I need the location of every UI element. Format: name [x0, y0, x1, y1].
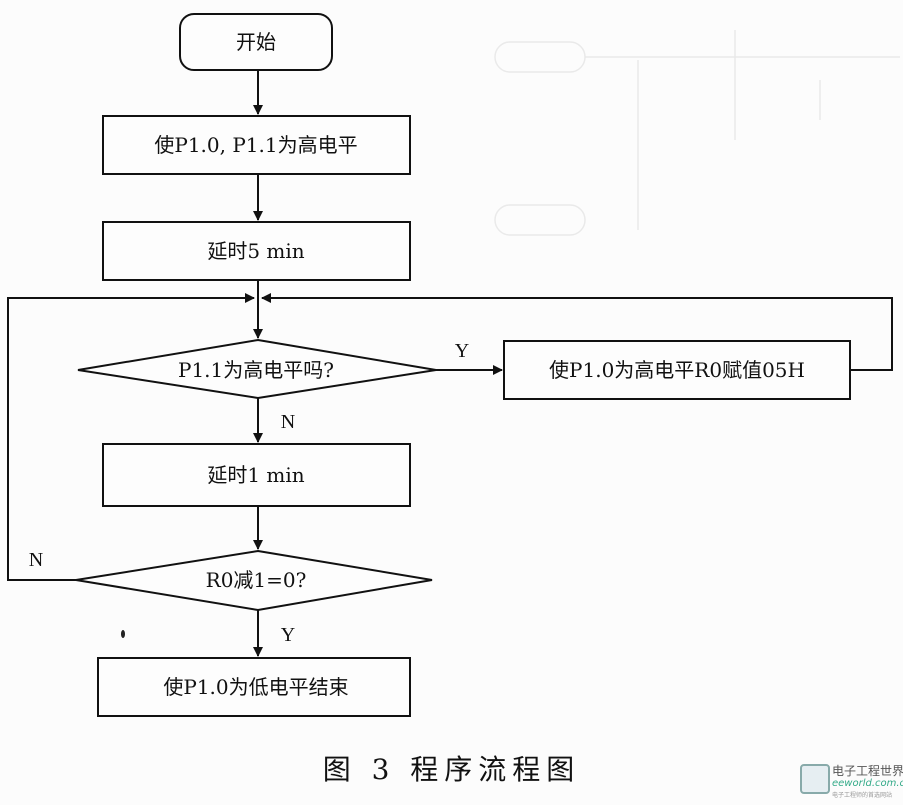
watermark-name: 电子工程世界: [832, 764, 903, 778]
process-end-low: [97, 657, 411, 717]
process-delay5: [102, 221, 411, 281]
watermark-logo-icon: [800, 764, 830, 794]
process-end-low-label: 使P1.0为低电平结束: [163, 675, 348, 699]
decision-p11-label: P1.1为高电平吗?: [178, 358, 334, 382]
start-terminal: [179, 13, 333, 71]
process-set-high: [102, 115, 411, 175]
process-delay1-label: 延时1 min: [207, 463, 304, 487]
label-yes-r0: Y: [281, 624, 295, 646]
ink-speck: [121, 630, 125, 638]
watermark-sub: 电子工程师的首选网站: [832, 792, 893, 799]
watermark: 电子工程世界 eeworld.com.cn 电子工程师的首选网站: [800, 760, 903, 800]
process-set-high-label: 使P1.0, P1.1为高电平: [154, 133, 357, 157]
start-label: 开始: [236, 30, 276, 54]
process-delay1: [102, 443, 411, 507]
loop-setr0-return: [261, 293, 893, 371]
process-set-r0: [503, 340, 851, 400]
process-delay5-label: 延时5 min: [207, 239, 304, 263]
label-yes-p11: Y: [455, 340, 469, 362]
figure-caption: 图 3 程序流程图: [322, 753, 581, 786]
loop-check-r0-no: [7, 293, 255, 581]
label-no-p11: N: [281, 411, 295, 433]
process-set-r0-label: 使P1.0为高电平R0赋值05H: [549, 358, 805, 382]
watermark-url: eeworld.com.cn: [832, 778, 903, 789]
label-no-r0: N: [29, 549, 43, 571]
scan-artifacts: [494, 30, 900, 236]
decision-r0-label: R0减1=0?: [206, 568, 307, 592]
